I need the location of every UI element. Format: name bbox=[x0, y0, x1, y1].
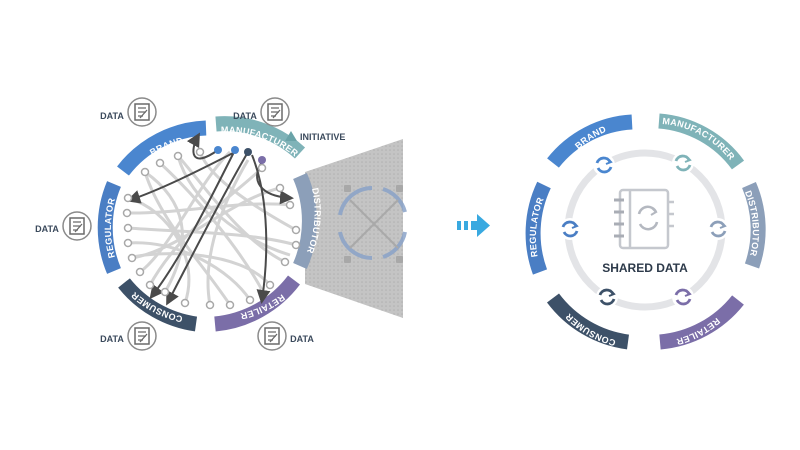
segment-distributor bbox=[293, 172, 317, 270]
data-badge-retailer: DATA bbox=[257, 321, 314, 351]
svg-text:CONSUMER: CONSUMER bbox=[563, 311, 616, 348]
sync-icon bbox=[559, 218, 581, 240]
segment-distributor bbox=[742, 182, 766, 269]
data-label: DATA bbox=[100, 111, 124, 121]
segment-consumer bbox=[118, 278, 198, 332]
segment-consumer bbox=[546, 293, 630, 350]
fan-magnifier bbox=[305, 139, 407, 318]
data-document-icon bbox=[260, 97, 290, 127]
initiative-legend: INITIATIVE bbox=[285, 131, 345, 142]
segment-brand bbox=[117, 120, 207, 176]
left-ring-segments bbox=[97, 116, 317, 332]
svg-text:REGULATOR: REGULATOR bbox=[103, 197, 117, 260]
segment-manufacturer bbox=[658, 113, 745, 170]
segment-retailer bbox=[214, 275, 300, 332]
initiative-nodes bbox=[214, 146, 266, 164]
data-badge-consumer: DATA bbox=[100, 321, 157, 351]
right-shared-diagram: BRAND MANUFACTURER DISTRIBUTOR RETAILER … bbox=[525, 113, 766, 350]
data-document-icon bbox=[257, 321, 287, 351]
segment-regulator bbox=[97, 181, 121, 274]
tangled-connections bbox=[126, 150, 297, 306]
sync-icon bbox=[672, 286, 694, 308]
endpoint-nodes bbox=[122, 147, 301, 310]
data-badge-manufacturer: DATA bbox=[233, 97, 290, 127]
data-label: DATA bbox=[233, 111, 257, 121]
sync-icon bbox=[593, 154, 615, 176]
right-label-consumer: CONSUMER bbox=[563, 311, 616, 348]
segment-retailer bbox=[659, 295, 744, 350]
initiative-label: INITIATIVE bbox=[300, 132, 345, 142]
transition-arrow-icon bbox=[457, 214, 490, 237]
data-badge-brand: DATA bbox=[100, 97, 157, 127]
left-label-regulator: REGULATOR bbox=[103, 197, 117, 260]
initiative-arrows bbox=[126, 132, 294, 306]
sync-icon bbox=[707, 218, 729, 240]
notebook-icon bbox=[614, 188, 674, 250]
sync-icon bbox=[672, 152, 694, 174]
left-fragmented-diagram: BRAND MANUFACTURER DISTRIBUTOR RETAILER … bbox=[35, 97, 407, 351]
data-document-icon bbox=[127, 97, 157, 127]
data-badge-regulator: DATA bbox=[35, 211, 92, 241]
data-label: DATA bbox=[35, 224, 59, 234]
shared-data-label: SHARED DATA bbox=[602, 261, 688, 275]
sync-icon bbox=[596, 286, 618, 308]
segment-manufacturer bbox=[215, 116, 306, 159]
initiative-triangle-icon bbox=[285, 131, 297, 141]
data-label: DATA bbox=[290, 334, 314, 344]
data-document-icon bbox=[62, 211, 92, 241]
segment-regulator bbox=[525, 181, 551, 275]
data-label: DATA bbox=[100, 334, 124, 344]
segment-brand bbox=[547, 114, 633, 168]
data-document-icon bbox=[127, 321, 157, 351]
